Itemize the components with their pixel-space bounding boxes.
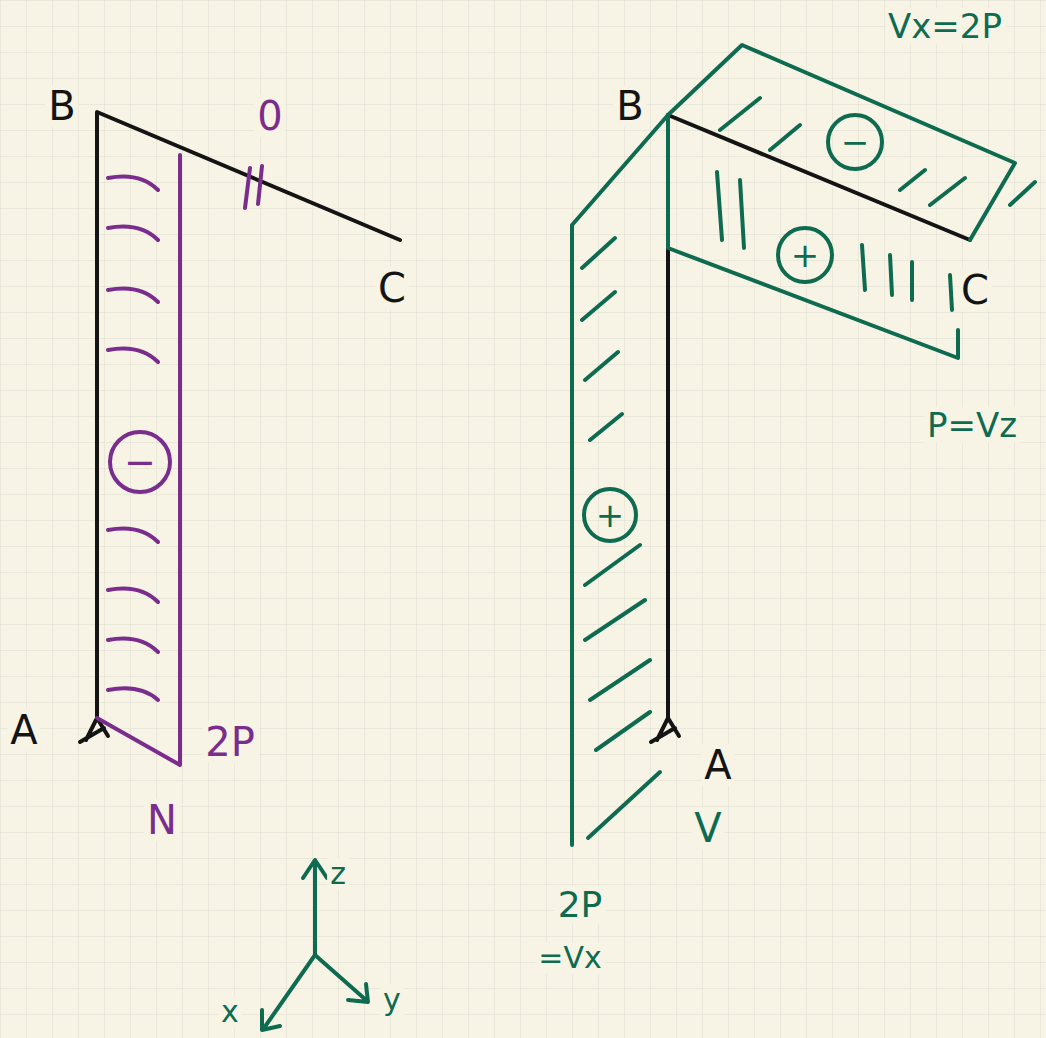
frame-right <box>651 115 970 742</box>
joint-label: B <box>45 85 78 127</box>
force-value: 0 <box>254 95 285 137</box>
shear-force-diagram <box>572 45 1035 845</box>
axis-label: z <box>327 858 349 890</box>
sign-mark: + <box>788 237 823 273</box>
joint-label: A <box>701 744 734 786</box>
axis-label: x <box>218 996 242 1028</box>
sign-mark: − <box>838 124 873 160</box>
force-value: P=Vz <box>924 407 1020 443</box>
joint-label: A <box>7 709 40 751</box>
normal-force-diagram <box>97 155 262 765</box>
joint-label: C <box>375 267 409 309</box>
axis-triad <box>262 860 368 1030</box>
diagram-name: N <box>144 799 180 841</box>
force-value: 2P <box>202 721 258 763</box>
sign-mark: + <box>593 497 628 533</box>
axis-label: y <box>380 984 404 1016</box>
sign-mark: − <box>121 442 159 482</box>
joint-label: B <box>613 85 646 127</box>
force-value: =Vx <box>535 942 604 974</box>
joint-label: C <box>958 269 992 311</box>
force-value: 2P <box>555 886 606 924</box>
diagram-name: V <box>691 807 724 849</box>
force-value: Vx=2P <box>885 8 1005 44</box>
frame-left <box>80 112 400 742</box>
